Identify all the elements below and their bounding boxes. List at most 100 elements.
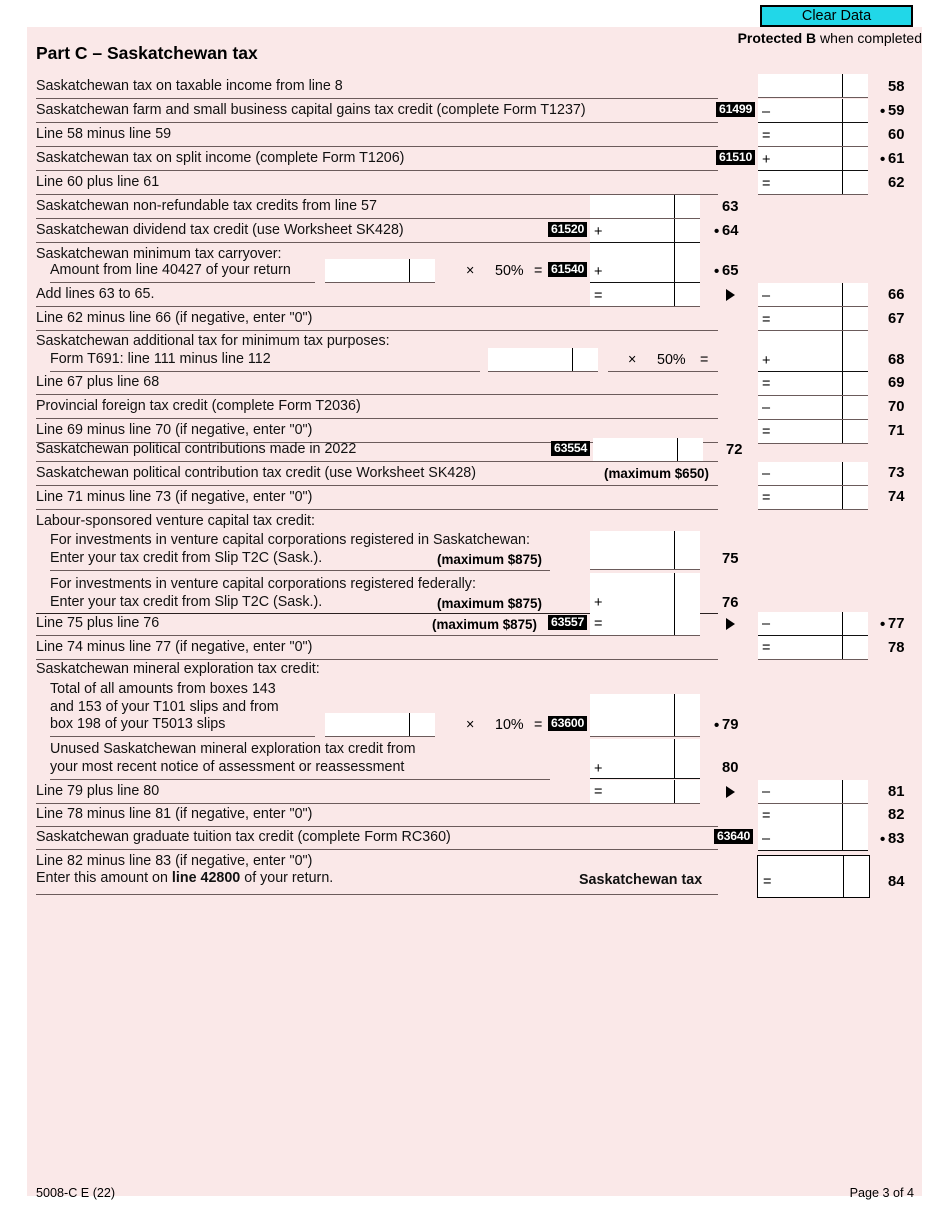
field-code-61540: 61540 — [548, 262, 588, 277]
rule-60 — [36, 146, 718, 147]
bullet-77: • — [880, 616, 886, 633]
operator-80: + — [594, 761, 603, 777]
amount-box-70[interactable] — [758, 396, 868, 420]
amount-box-81-mid[interactable] — [590, 780, 700, 804]
rule-83 — [36, 849, 718, 850]
line-number-65: 65 — [722, 263, 739, 279]
rule-64 — [36, 242, 590, 243]
amount-box-59[interactable] — [758, 99, 868, 123]
amount-box-68[interactable] — [758, 331, 868, 372]
line-number-61: 61 — [888, 151, 905, 167]
operator-62: = — [762, 176, 771, 192]
amount-box-65-sub[interactable] — [325, 259, 435, 283]
rule-80 — [50, 779, 550, 780]
amount-box-77[interactable] — [758, 612, 868, 636]
line-number-77: 77 — [888, 616, 905, 632]
line-number-67: 67 — [888, 311, 905, 327]
amount-box-78[interactable] — [758, 636, 868, 660]
rule-58 — [36, 98, 718, 99]
rule-70 — [36, 418, 718, 419]
amount-box-66-mid[interactable] — [590, 283, 700, 307]
label-line-82: Line 78 minus line 81 (if negative, ente… — [36, 806, 313, 822]
amount-box-79-sub[interactable] — [325, 713, 435, 737]
label-line-84-post: of your return. — [240, 870, 334, 886]
operator-77-mid: = — [594, 616, 603, 632]
line-number-64: 64 — [722, 223, 739, 239]
field-code-63640: 63640 — [714, 829, 754, 844]
amount-box-77-mid[interactable] — [590, 612, 700, 636]
bullet-59: • — [880, 103, 886, 120]
equals-sign-79: = — [534, 717, 543, 733]
operator-81: – — [762, 784, 771, 800]
protected-b-notice: Protected B when completed — [738, 30, 922, 46]
rule-78 — [36, 659, 718, 660]
rule-75 — [50, 570, 550, 571]
operator-84: = — [763, 874, 772, 890]
line-number-84: 84 — [888, 874, 905, 890]
bullet-61: • — [880, 151, 886, 168]
line-number-71: 71 — [888, 423, 905, 439]
line-number-58: 58 — [888, 79, 905, 95]
line-number-66: 66 — [888, 287, 905, 303]
equals-sign-68: = — [700, 352, 709, 368]
amount-box-68-sub[interactable] — [488, 348, 598, 372]
label-line-84-pre: Enter this amount on — [36, 870, 172, 886]
amount-box-72[interactable] — [593, 438, 703, 462]
label-line-75-b: Enter your tax credit from Slip T2C (Sas… — [50, 550, 323, 566]
line-number-59: 59 — [888, 103, 905, 119]
rule-77-label — [36, 635, 590, 636]
amount-box-74[interactable] — [758, 486, 868, 510]
line-number-63: 63 — [722, 199, 739, 215]
heading-mineral-exploration: Saskatchewan mineral exploration tax cre… — [36, 661, 320, 677]
label-line-84-b: Enter this amount on line 42800 of your … — [36, 870, 333, 886]
operator-82: = — [762, 808, 771, 824]
amount-box-71[interactable] — [758, 420, 868, 444]
label-line-80-a: Unused Saskatchewan mineral exploration … — [50, 741, 416, 757]
amount-box-80[interactable] — [590, 739, 700, 779]
line-number-68: 68 — [888, 352, 905, 368]
heading-minimum-tax-carryover: Saskatchewan minimum tax carryover: — [36, 246, 282, 262]
amount-box-64[interactable] — [590, 219, 700, 243]
rule-72 — [36, 461, 718, 462]
amount-box-66[interactable] — [758, 283, 868, 307]
label-line-59: Saskatchewan farm and small business cap… — [36, 102, 586, 118]
amount-box-58[interactable] — [758, 74, 868, 98]
amount-box-61[interactable] — [758, 147, 868, 171]
line-number-78: 78 — [888, 640, 905, 656]
label-line-61: Saskatchewan tax on split income (comple… — [36, 150, 405, 166]
maximum-label-76: (maximum $875) — [437, 596, 542, 611]
amount-box-82[interactable] — [758, 804, 868, 828]
amount-box-84[interactable] — [757, 855, 870, 898]
amount-box-75[interactable] — [590, 531, 700, 570]
amount-box-76[interactable] — [590, 573, 700, 613]
maximum-label-73: (maximum $650) — [604, 466, 709, 481]
operator-70: – — [762, 400, 771, 416]
label-line-81: Line 79 plus line 80 — [36, 783, 160, 799]
label-line-72: Saskatchewan political contributions mad… — [36, 441, 357, 457]
amount-box-69[interactable] — [758, 372, 868, 396]
rule-59 — [36, 122, 718, 123]
label-line-73: Saskatchewan political contribution tax … — [36, 465, 476, 481]
field-code-63557: 63557 — [548, 615, 588, 630]
field-code-63600: 63600 — [548, 716, 588, 731]
amount-box-62[interactable] — [758, 171, 868, 195]
amount-box-65[interactable] — [590, 243, 700, 283]
label-line-62: Line 60 plus line 61 — [36, 174, 160, 190]
multiply-sign-68: × — [628, 352, 637, 368]
amount-box-67[interactable] — [758, 307, 868, 331]
amount-box-81[interactable] — [758, 780, 868, 804]
line-number-81: 81 — [888, 784, 905, 800]
amount-box-73[interactable] — [758, 462, 868, 486]
amount-box-60[interactable] — [758, 123, 868, 147]
amount-box-83[interactable] — [758, 827, 868, 851]
line-number-75: 75 — [722, 551, 739, 567]
label-line-84-a: Line 82 minus line 83 (if negative, ente… — [36, 853, 313, 869]
amount-box-79[interactable] — [590, 694, 700, 737]
line-number-72: 72 — [726, 442, 743, 458]
form-background — [27, 27, 922, 1196]
clear-data-button[interactable]: Clear Data — [760, 5, 913, 27]
label-line-66: Add lines 63 to 65. — [36, 286, 155, 302]
amount-box-63[interactable] — [590, 195, 700, 219]
carry-arrow-66-icon — [726, 289, 735, 301]
